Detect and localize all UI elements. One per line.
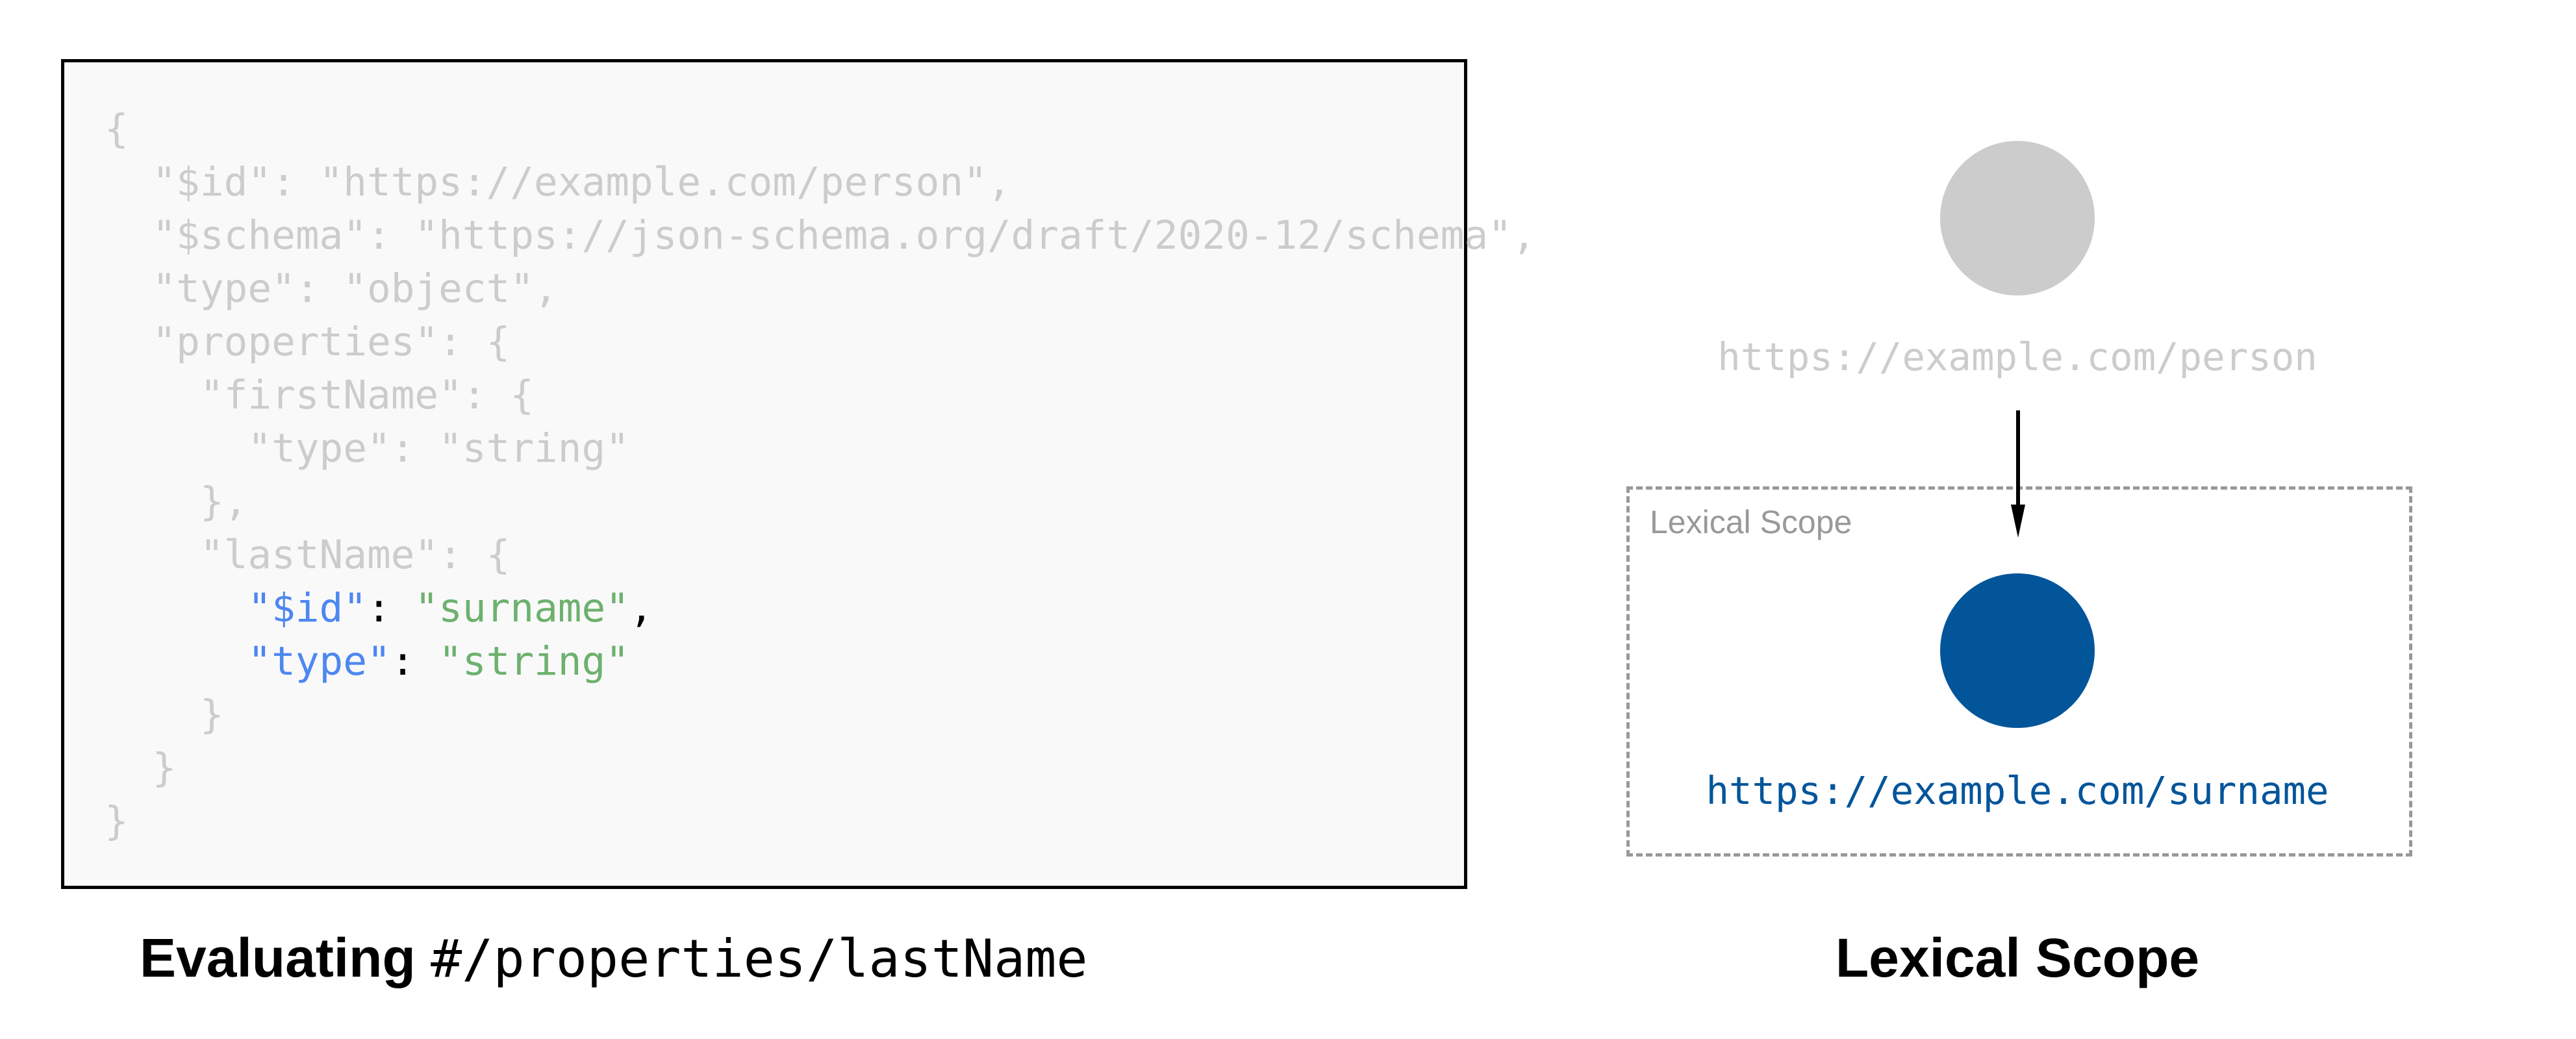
lexical-scope-label: Lexical Scope [1650, 504, 1852, 540]
code-line: } [105, 688, 1536, 742]
caption-pointer: #/properties/lastName [431, 929, 1088, 989]
code-token: "surname" [414, 585, 629, 631]
child-uri-label: https://example.com/surname [1706, 768, 2329, 813]
code-line: { [105, 103, 1536, 156]
code-token: "$schema": "https://json-schema.org/draf… [105, 212, 1536, 258]
arrow-down-icon [2011, 410, 2025, 538]
code-panel: { "$id": "https://example.com/person", "… [61, 59, 1536, 889]
code-token: : [390, 638, 439, 684]
code-token: "type": "object", [105, 266, 558, 312]
code-token: "type" [247, 638, 391, 684]
code-line: "type": "string" [105, 635, 1536, 688]
caption-bold: Evaluating [140, 927, 431, 988]
code-line: "$schema": "https://json-schema.org/draf… [105, 209, 1536, 262]
code-token: { [105, 106, 129, 152]
code-line: "$id": "https://example.com/person", [105, 156, 1536, 209]
code-line: } [105, 742, 1536, 795]
child-schema-node [1940, 573, 2095, 728]
code-line: "type": "string" [105, 422, 1536, 475]
code-token [105, 638, 247, 684]
json-schema-code: { "$id": "https://example.com/person", "… [105, 103, 1536, 848]
code-line: "lastName": { [105, 529, 1536, 582]
code-token: "$id" [247, 585, 367, 631]
code-token [105, 585, 247, 631]
code-token: "$id": "https://example.com/person", [105, 159, 1011, 205]
code-line: } [105, 795, 1536, 848]
evaluating-caption: Evaluating #/properties/lastName [140, 922, 1088, 995]
code-token: "firstName": { [105, 372, 535, 418]
code-token: "string" [438, 638, 629, 684]
code-token: : [367, 585, 415, 631]
code-token: }, [105, 479, 248, 525]
parent-uri-label: https://example.com/person [1717, 334, 2317, 379]
lexical-scope-caption: Lexical Scope [1835, 927, 2200, 988]
code-token: } [105, 745, 177, 791]
code-line: "firstName": { [105, 369, 1536, 422]
code-line: "type": "object", [105, 262, 1536, 316]
code-line: "properties": { [105, 316, 1536, 369]
code-token: } [105, 798, 129, 844]
code-token: , [629, 585, 653, 631]
code-token: "type": "string" [105, 425, 629, 471]
code-token: } [105, 692, 224, 738]
code-token: "properties": { [105, 319, 511, 365]
code-line: }, [105, 475, 1536, 529]
parent-schema-node [1940, 141, 2095, 295]
code-line: "$id": "surname", [105, 582, 1536, 635]
code-token: "lastName": { [105, 532, 511, 578]
